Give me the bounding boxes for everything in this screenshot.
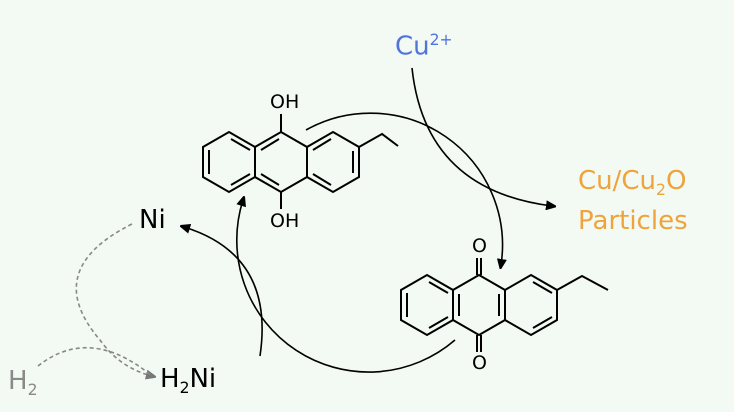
- h2ni-label: H2Ni: [160, 364, 217, 398]
- ethyl-anthraquinone-structure: [400, 258, 609, 352]
- reduction-arrow: [236, 200, 456, 373]
- oh-bottom-label: OH: [270, 210, 300, 232]
- ni-label: Ni: [139, 205, 166, 235]
- cu-ion-label: Cu2+: [395, 31, 453, 62]
- ni-regeneration-arrow: [184, 227, 263, 357]
- oxidation-arrow: [305, 112, 502, 265]
- ni-hydrogenation-dashed-arrow: [75, 223, 152, 376]
- h2-label: H2: [8, 366, 38, 400]
- o-bottom-label: O: [472, 352, 487, 374]
- product-label-line1: Cu/Cu2O: [578, 166, 687, 200]
- product-label-line2: Particles: [578, 206, 688, 236]
- h2-dashed-arrow: [37, 347, 153, 377]
- o-top-label: O: [472, 235, 487, 257]
- cu-deposition-arrow: [411, 67, 552, 206]
- oh-top-label: OH: [270, 91, 300, 113]
- ethyl-anthrahydroquinone-structure: [202, 114, 399, 209]
